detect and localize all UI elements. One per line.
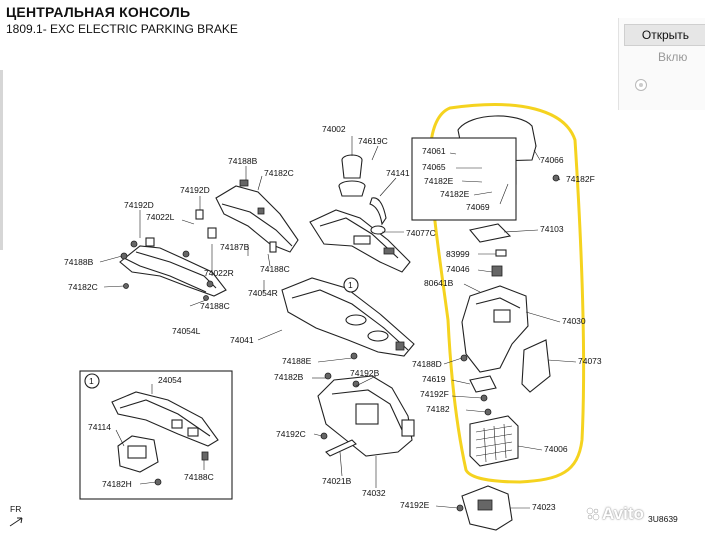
avito-watermark: Avito: [602, 504, 644, 523]
part-74077C-shape: [309, 209, 411, 273]
label-74054L: 74054L: [172, 326, 201, 336]
part-24054-shape: [111, 391, 219, 447]
label-24054: 24054: [158, 375, 182, 385]
label-74619C: 74619C: [358, 136, 388, 146]
label-74054R: 74054R: [248, 288, 278, 298]
label-74182: 74182: [426, 404, 450, 414]
label-74022L: 74022L: [146, 212, 175, 222]
label-74069: 74069: [466, 202, 490, 212]
part-83999-shape: [495, 249, 507, 257]
part-74032-shape: [317, 375, 415, 457]
part-74041-shape: [281, 277, 415, 360]
label-74182B: 74182B: [274, 372, 304, 382]
label-74188C-a: 74188C: [260, 264, 290, 274]
label-74182F: 74182F: [566, 174, 595, 184]
label-74188C-c: 74188C: [184, 472, 214, 482]
part-74030-shape: [461, 285, 529, 373]
part-74054R-shape: [215, 179, 299, 253]
radio-toggle[interactable]: [635, 79, 647, 91]
label-74061: 74061: [422, 146, 446, 156]
box-74061-group: [411, 137, 517, 221]
label-74192B: 74192B: [350, 368, 380, 378]
page-subtitle: 1809.1- EXC ELECTRIC PARKING BRAKE: [6, 22, 238, 36]
label-83999: 83999: [446, 249, 470, 259]
scroll-edge: [0, 70, 3, 250]
label-74141: 74141: [386, 168, 410, 178]
label-74022R: 74022R: [204, 268, 234, 278]
label-74182E-a: 74182E: [424, 176, 454, 186]
part-74073-shape: [521, 339, 551, 393]
label-74187B: 74187B: [220, 242, 250, 252]
label-74073: 74073: [578, 356, 602, 366]
open-button[interactable]: Открыть: [624, 24, 705, 46]
part-74103-shape: [468, 223, 512, 243]
label-80641B: 80641B: [424, 278, 454, 288]
label-74032: 74032: [362, 488, 386, 498]
part-74006-shape: [469, 415, 519, 467]
avito-logo-icon: [586, 507, 600, 521]
label-74046: 74046: [446, 264, 470, 274]
label-74030: 74030: [562, 316, 586, 326]
label-74114: 74114: [88, 422, 111, 432]
fr-arrow-icon: [9, 517, 23, 527]
label-74192D-b: 74192D: [124, 200, 154, 210]
label-74188B: 74188B: [228, 156, 258, 166]
label-74002: 74002: [322, 124, 346, 134]
label-74182H: 74182H: [102, 479, 132, 489]
part-74054L-shape: [119, 240, 227, 297]
label-74188E: 74188E: [282, 356, 312, 366]
label-74188B-b: 74188B: [64, 257, 94, 267]
label-74188D: 74188D: [412, 359, 442, 369]
label-74077C: 74077C: [406, 228, 436, 238]
label-74182E-b: 74182E: [440, 189, 470, 199]
label-74065: 74065: [422, 162, 446, 172]
label-74103: 74103: [540, 224, 564, 234]
part-74141-shape: [369, 197, 387, 226]
label-74182C-a: 74182C: [264, 168, 294, 178]
label-74041: 74041: [230, 335, 254, 345]
part-74114-shape: [117, 435, 159, 473]
label-74192F: 74192F: [420, 389, 449, 399]
callout-1-inset: 1: [89, 376, 94, 386]
label-74021B: 74021B: [322, 476, 352, 486]
label-74192D: 74192D: [180, 185, 210, 195]
label-74023: 74023: [532, 502, 556, 512]
fr-label: FR: [10, 504, 21, 514]
leader-lines: [99, 136, 577, 509]
label-74182C-b: 74182C: [68, 282, 98, 292]
callout-1-main: 1: [348, 280, 353, 290]
label-74619: 74619: [422, 374, 446, 384]
part-74023-shape: [456, 485, 513, 531]
small-clips-left: [120, 209, 277, 301]
label-74192E-a: 74192E: [400, 500, 430, 510]
label-74188C-b: 74188C: [200, 301, 230, 311]
label-74006: 74006: [544, 444, 568, 454]
callout-circle-main: [343, 277, 359, 293]
label-74066: 74066: [540, 155, 564, 165]
page-title: ЦЕНТРАЛЬНАЯ КОНСОЛЬ: [6, 4, 191, 20]
toggle-label: Вклю: [658, 50, 688, 64]
part-74021B-shape: [325, 439, 357, 457]
part-74046-shape: [491, 265, 503, 277]
part-74619-shape: [469, 375, 497, 393]
callout-circle-inset: [84, 373, 100, 389]
part-74002-shape: [338, 154, 366, 197]
drawing-code: 3U8639: [648, 514, 678, 524]
label-74192C: 74192C: [276, 429, 306, 439]
